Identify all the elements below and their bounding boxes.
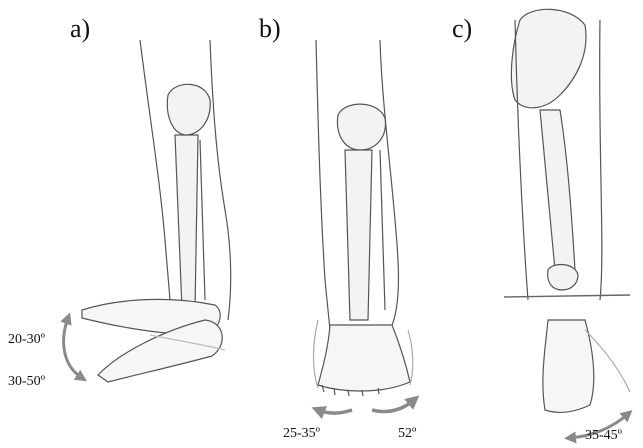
panel-c-knee bbox=[548, 265, 578, 290]
panel-c-hip bbox=[511, 9, 586, 107]
panel-a-label: a) bbox=[70, 14, 90, 44]
panel-b-angle-right: 52º bbox=[398, 426, 416, 442]
panel-a-angle-lower: 30-50º bbox=[8, 374, 45, 390]
panel-b-foot bbox=[318, 325, 410, 391]
panel-b-label: b) bbox=[259, 14, 281, 44]
panel-c-foot bbox=[543, 320, 594, 412]
panel-c-drawing bbox=[511, 9, 630, 412]
panel-a-drawing bbox=[82, 40, 231, 382]
panel-b-angle-left: 25-35º bbox=[283, 426, 320, 442]
panel-a-angle-arrow bbox=[64, 318, 82, 378]
panel-b-fibula bbox=[380, 150, 385, 310]
panel-a-knee bbox=[167, 84, 210, 135]
panel-b-drawing bbox=[314, 40, 413, 396]
panel-b-angle-arrow-right bbox=[372, 400, 414, 412]
panel-b-tibia bbox=[345, 150, 372, 320]
panel-a-angle-upper: 20-30º bbox=[8, 332, 45, 348]
panel-c-reference-line bbox=[504, 295, 630, 297]
panel-b-angle-arrow-left bbox=[318, 410, 352, 413]
panel-c-femur bbox=[540, 110, 575, 270]
panel-c-angle: 35-45º bbox=[585, 428, 622, 444]
panel-c-label: c) bbox=[452, 14, 472, 44]
panel-a-tibia bbox=[175, 135, 198, 310]
panel-b-knee bbox=[337, 104, 385, 150]
panel-a-fibula bbox=[200, 140, 205, 300]
